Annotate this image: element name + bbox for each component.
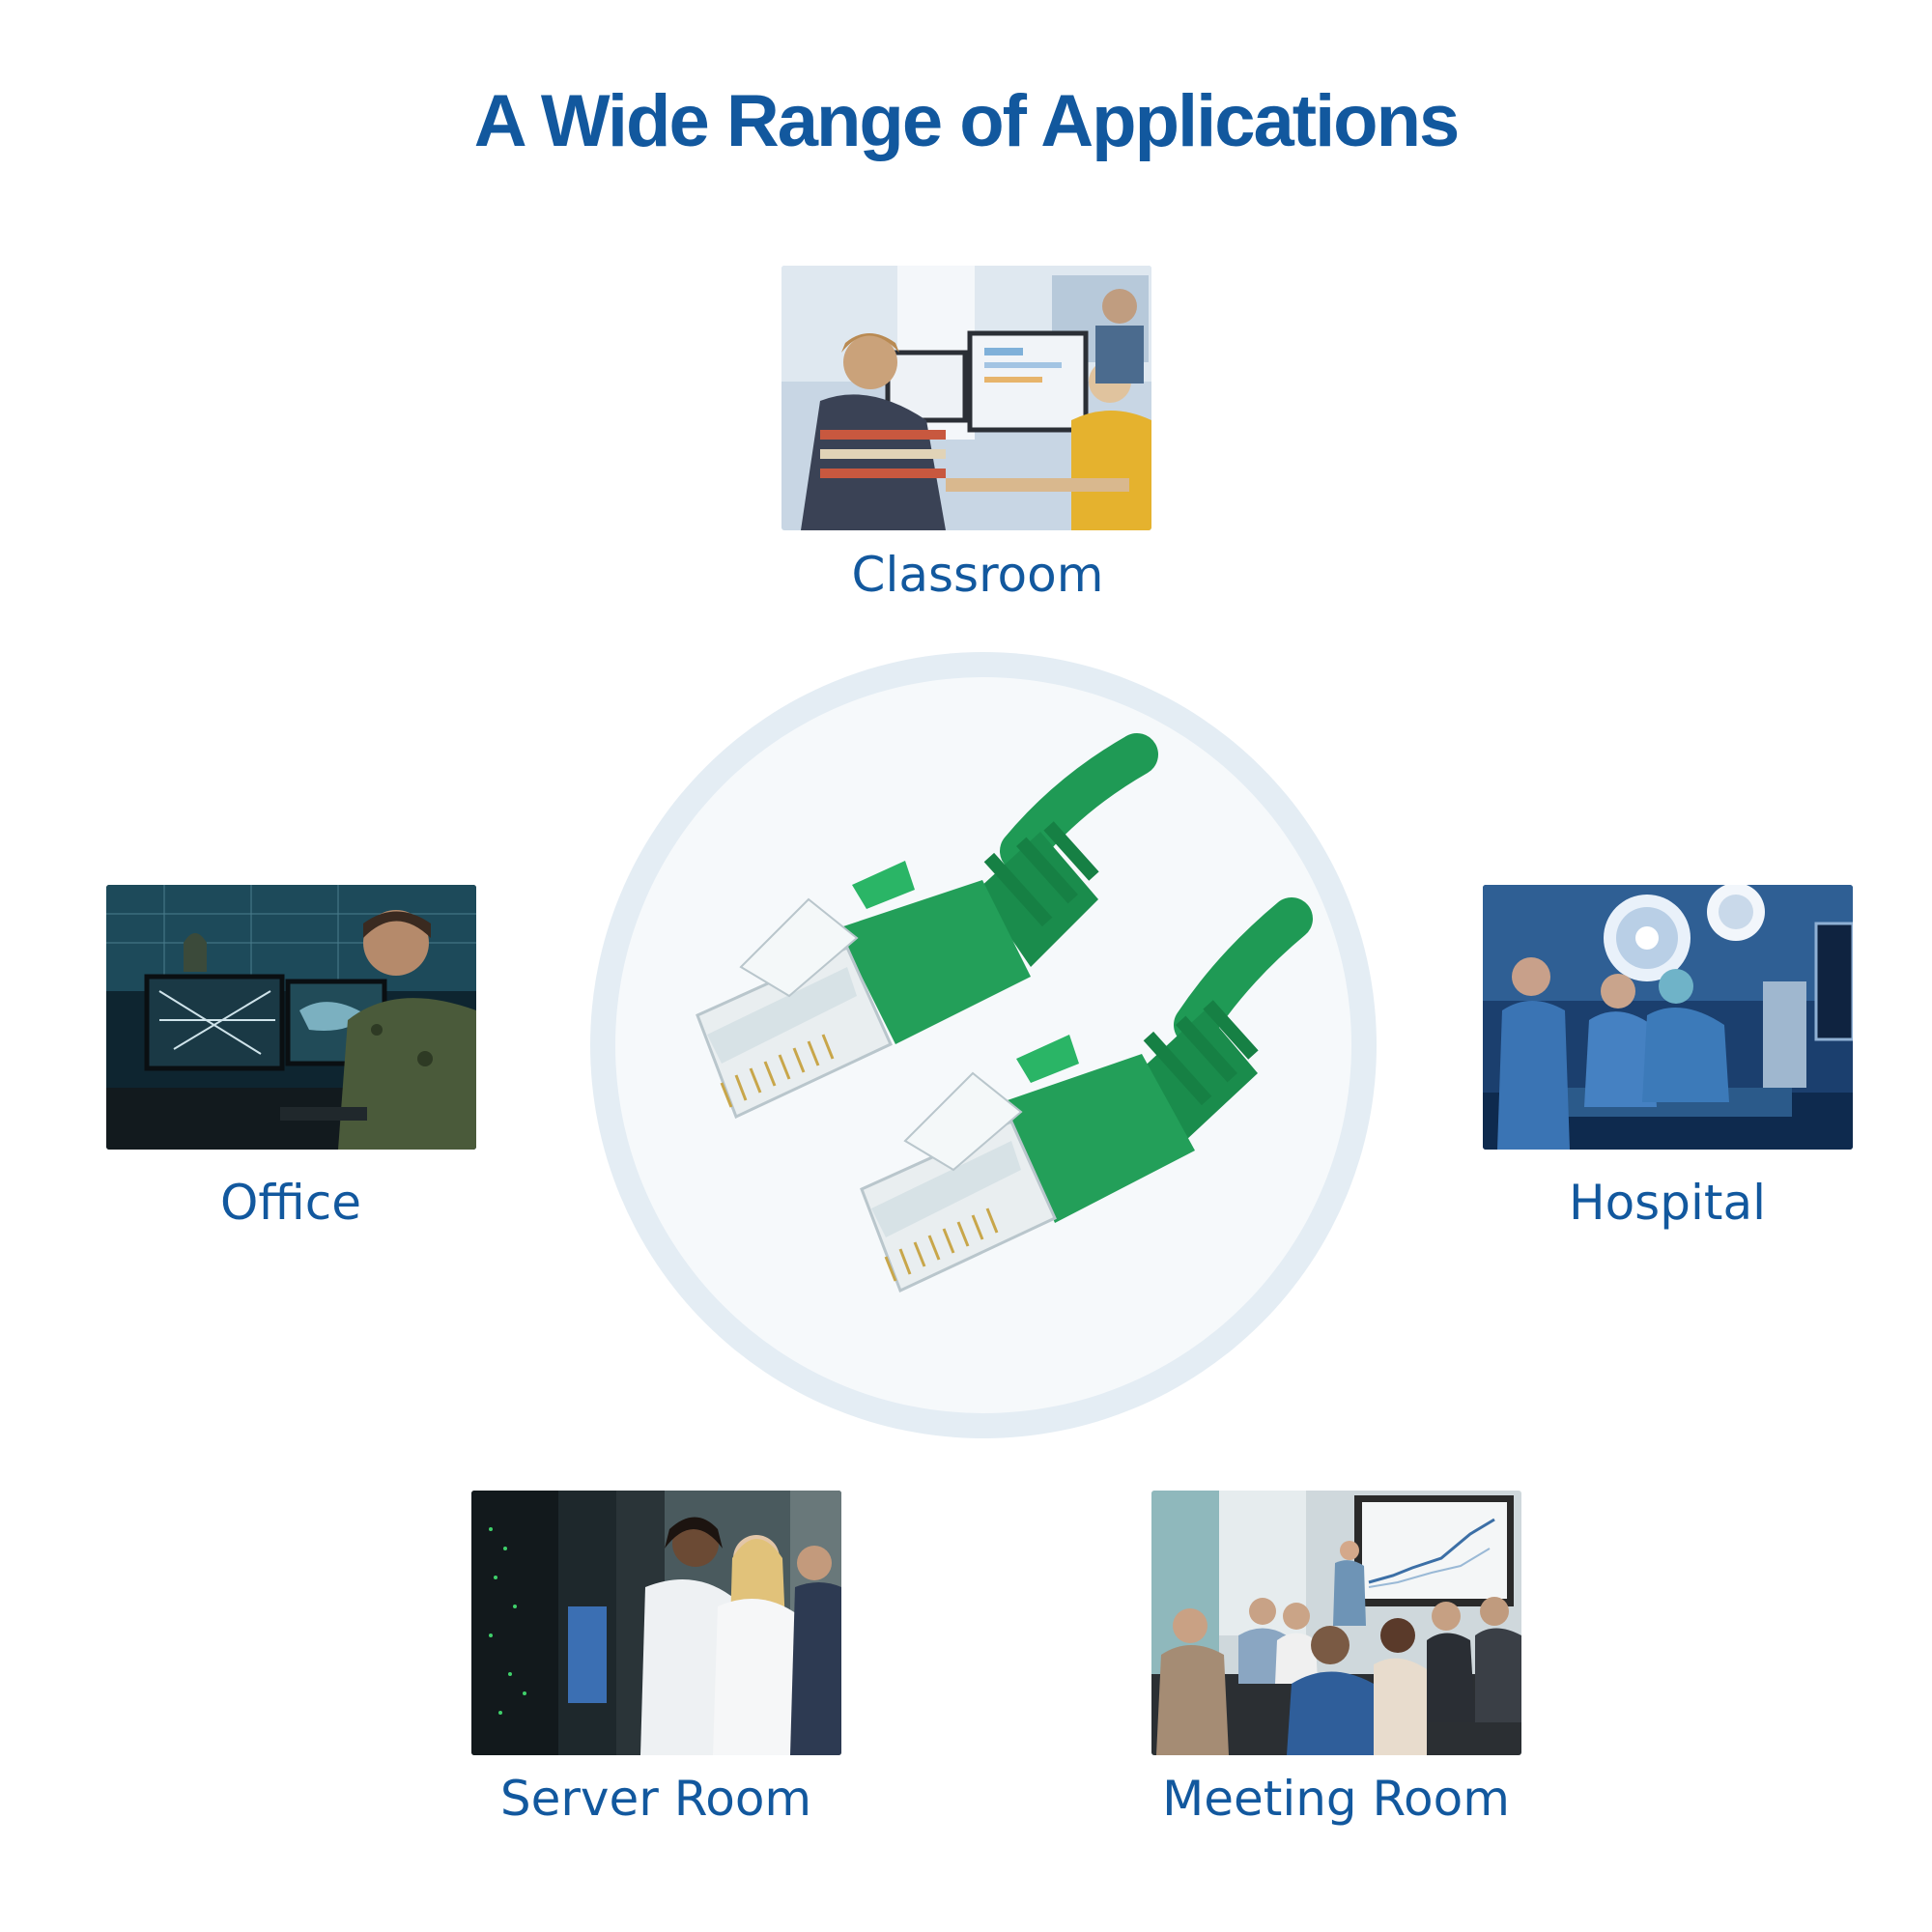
page-title: A Wide Range of Applications bbox=[473, 80, 1461, 162]
server-room-label: Server Room bbox=[499, 1771, 812, 1827]
classroom-photo bbox=[781, 266, 1151, 530]
meeting-room-label: Meeting Room bbox=[1162, 1771, 1510, 1827]
office-photo bbox=[106, 885, 476, 1150]
hospital-photo bbox=[1483, 885, 1853, 1150]
green-ethernet-cable-icon bbox=[615, 677, 1351, 1413]
office-label: Office bbox=[220, 1175, 361, 1231]
classroom-label: Classroom bbox=[851, 547, 1104, 603]
server-room-photo bbox=[471, 1491, 841, 1755]
hospital-label: Hospital bbox=[1568, 1175, 1766, 1231]
meeting-room-photo bbox=[1151, 1491, 1521, 1755]
